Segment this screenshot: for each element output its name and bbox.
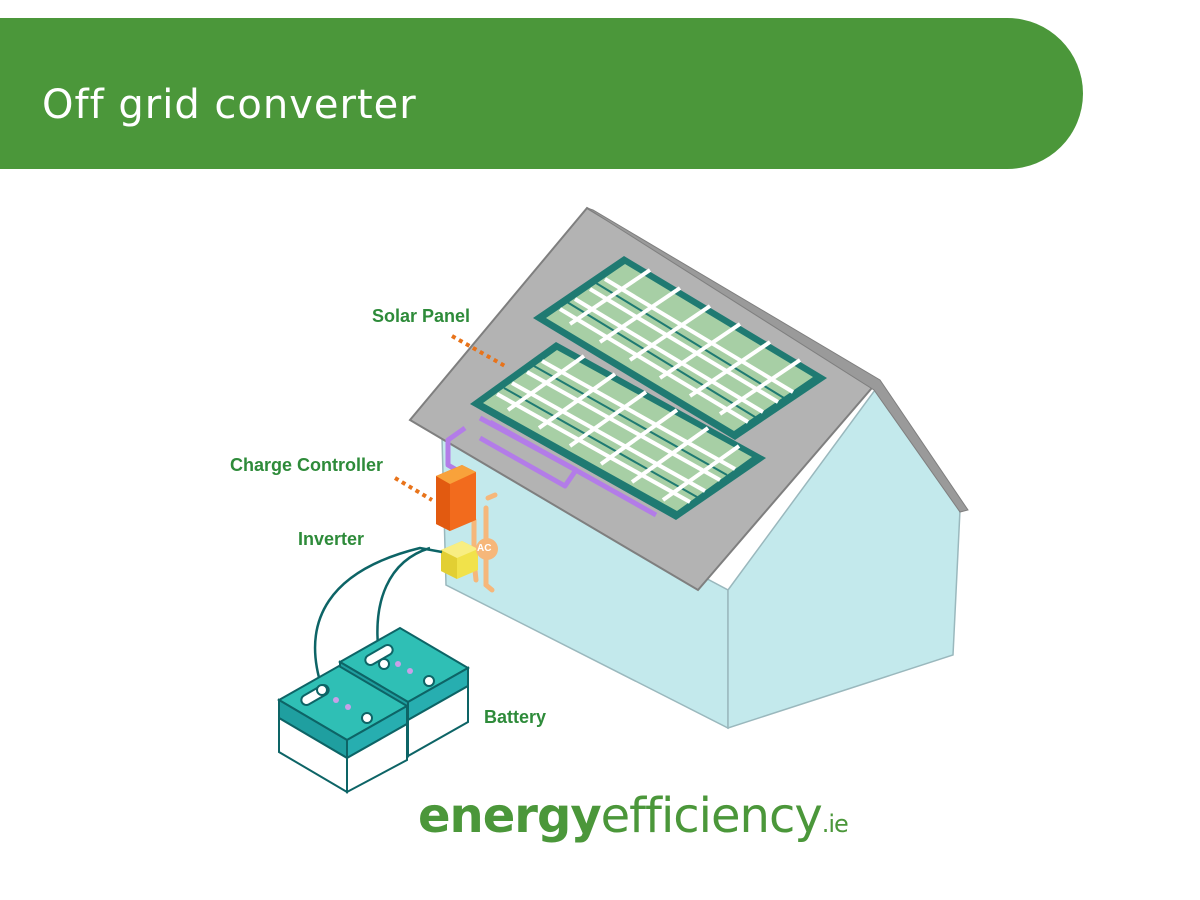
leader-solar-panel — [451, 334, 506, 368]
solar-panel-upper — [533, 256, 827, 440]
charge-controller-label: Charge Controller — [230, 455, 384, 475]
house-gable-wall — [727, 388, 961, 730]
title-banner: Off grid converter — [0, 18, 1083, 169]
logo-efficiency-text: efficiency — [600, 788, 823, 844]
inverter-label: Inverter — [298, 529, 365, 549]
logo-energy-text: energy — [418, 788, 602, 844]
charge-controller — [436, 465, 476, 531]
page-title: Off grid converter — [42, 82, 417, 128]
ac-badge — [476, 538, 498, 560]
solar-panel-label: Solar Panel — [372, 306, 471, 326]
solar-panel-lower — [470, 342, 766, 520]
ac-badge-label: AC — [477, 543, 492, 554]
battery-label: Battery — [484, 707, 547, 727]
logo-ie-text: .ie — [821, 810, 849, 838]
battery-front — [277, 664, 409, 794]
inverter — [441, 541, 478, 579]
brand-logo: energyefficiency.ie — [418, 788, 849, 844]
roof-edge — [586, 207, 969, 513]
leader-lines — [393, 334, 506, 502]
leader-charge-controller — [393, 476, 434, 502]
